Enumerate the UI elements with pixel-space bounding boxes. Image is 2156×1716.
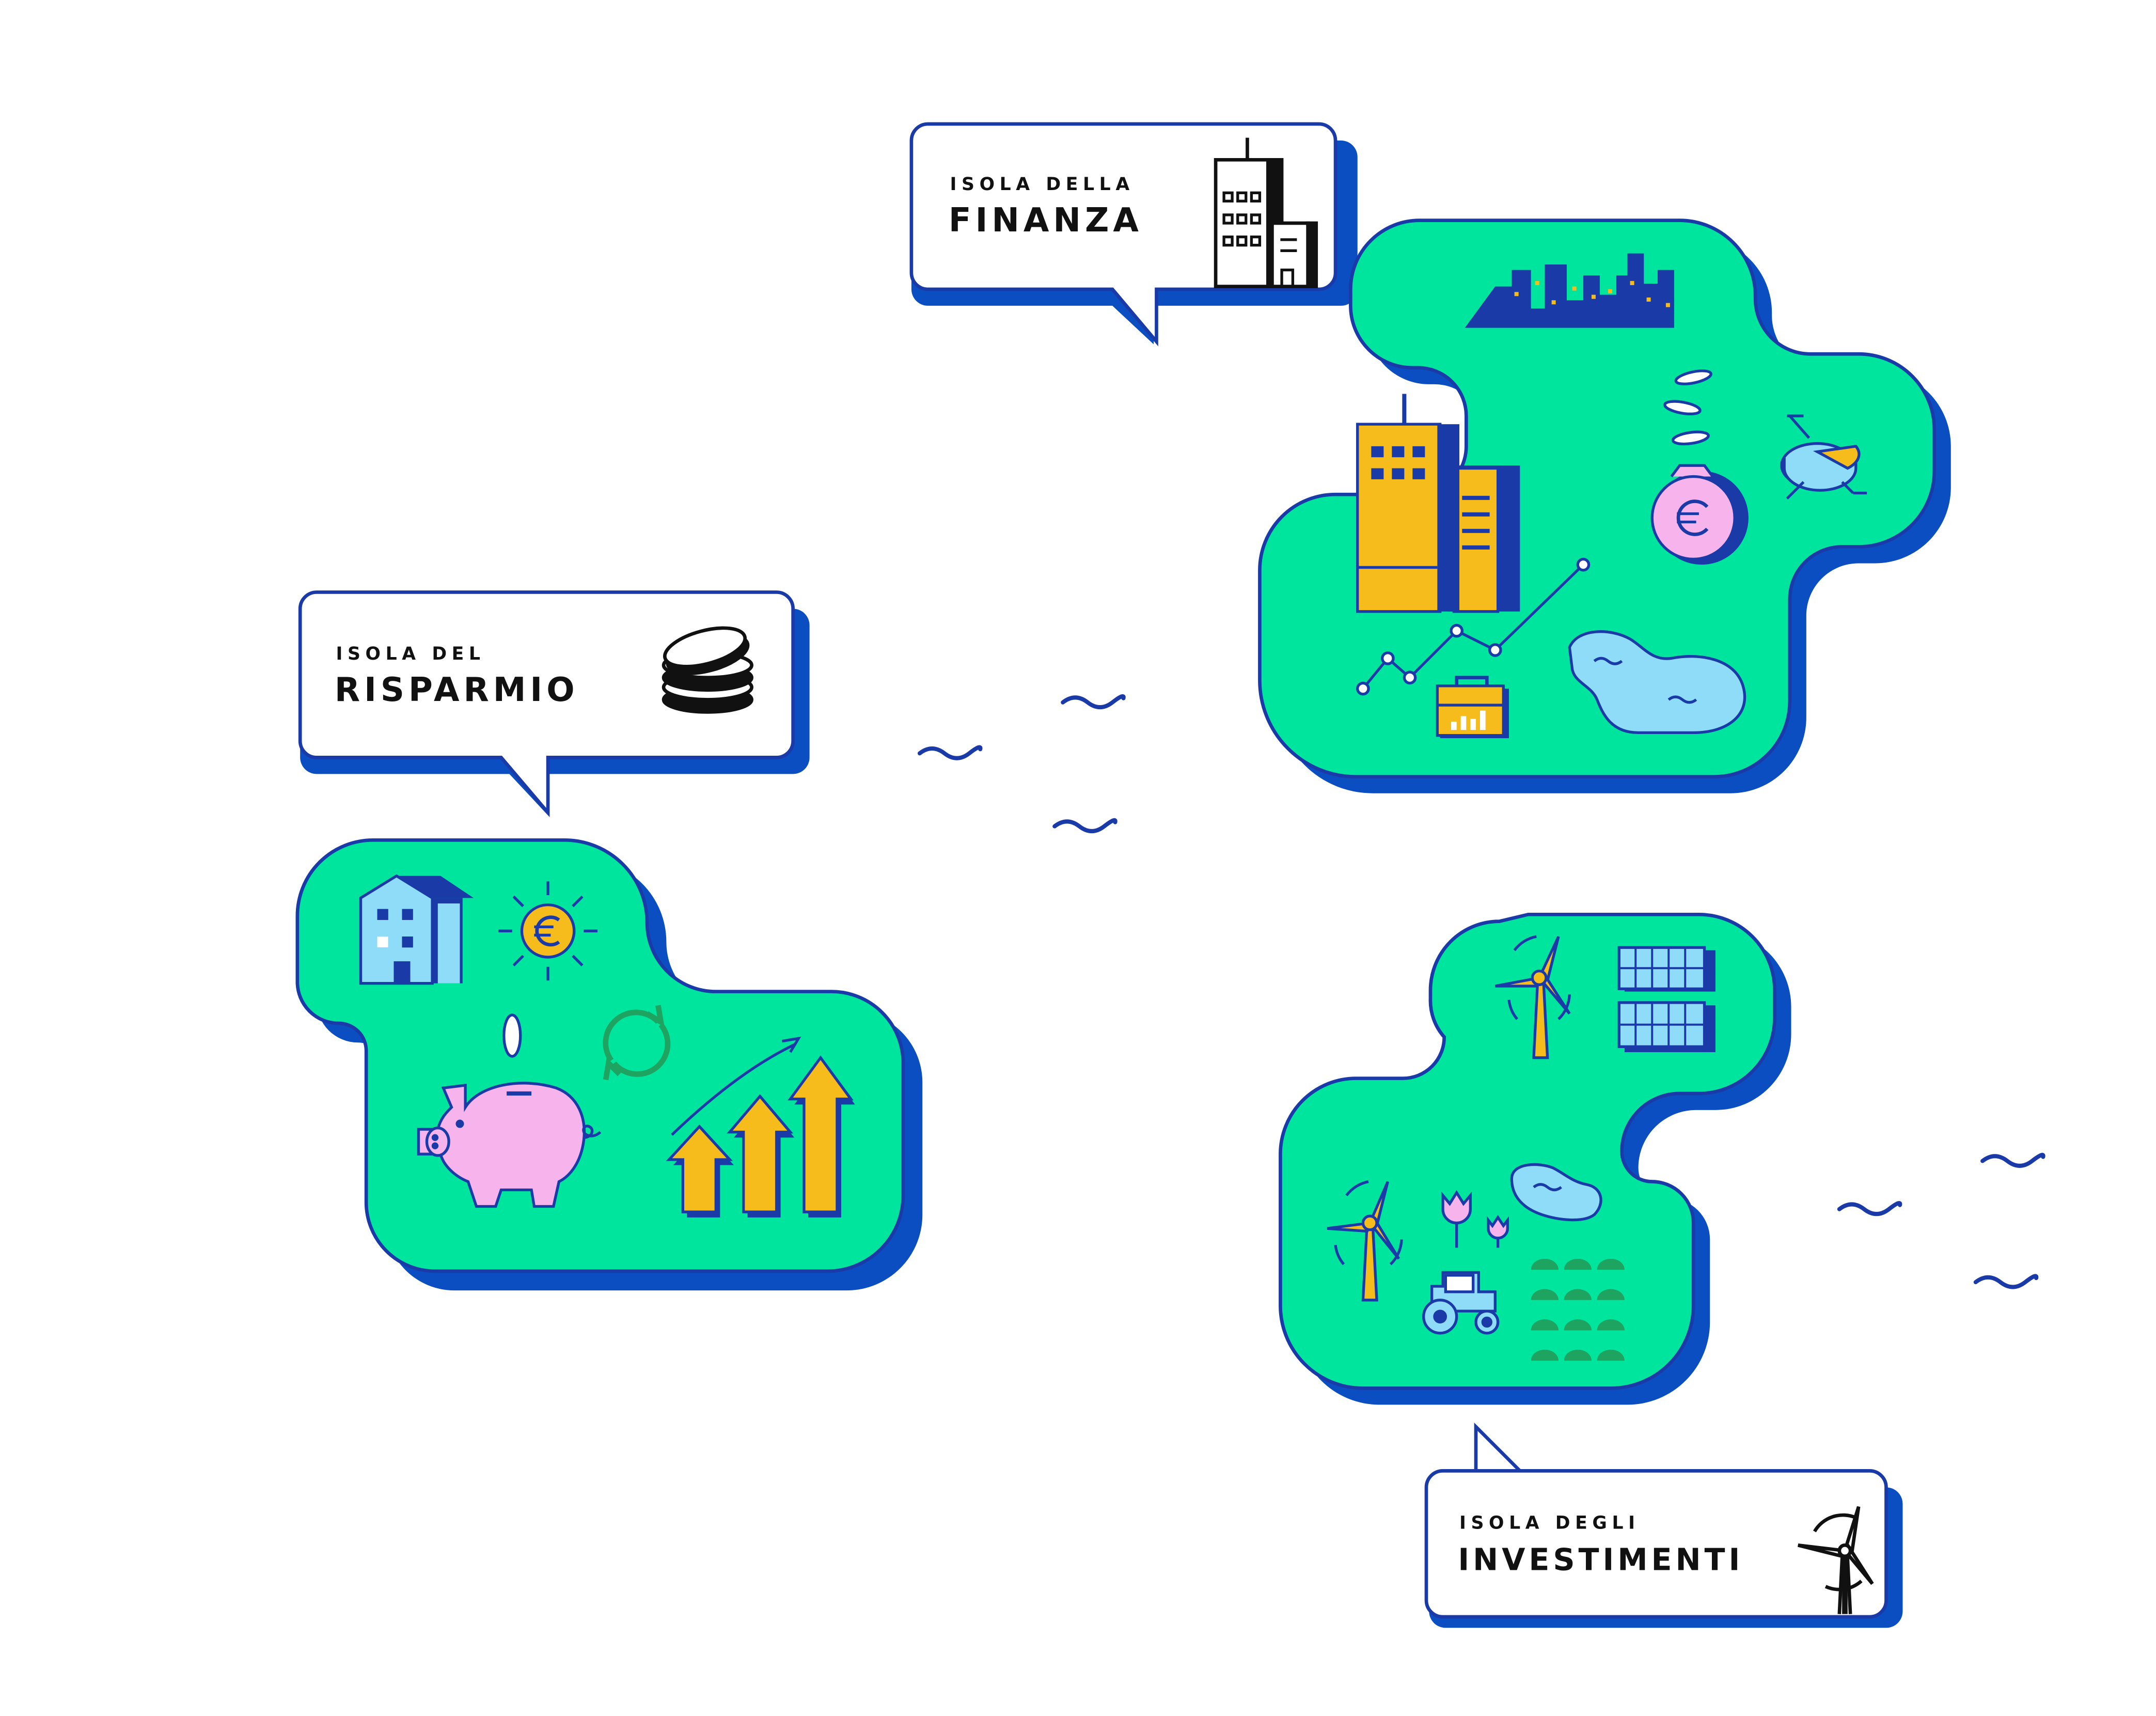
island-finanza <box>1258 219 1951 793</box>
wave-icon <box>1980 1152 2045 1168</box>
wind-turbine-icon <box>1798 1506 1874 1614</box>
office-buildings-icon <box>1356 394 1520 613</box>
wind-turbine-icon <box>1494 935 1571 1059</box>
label-finanza: ISOLA DELLA FINANZA <box>909 122 1358 347</box>
island-risparmio <box>295 838 923 1291</box>
island-investimenti <box>1279 912 1791 1405</box>
money-bag-euro-icon <box>1650 464 1749 565</box>
skyscraper-icon <box>1214 137 1318 288</box>
label-risparmio: ISOLA DEL RISPARMIO <box>298 590 810 818</box>
euro-sun-icon <box>498 881 598 981</box>
wave-icon <box>1973 1274 2039 1289</box>
wind-turbine-icon <box>1327 1180 1403 1302</box>
label-risparmio-small: ISOLA DEL <box>336 644 485 664</box>
piggy-bank-icon <box>417 1082 602 1208</box>
pond-icon <box>1510 1163 1602 1222</box>
label-investimenti-small: ISOLA DEGLI <box>1459 1512 1640 1533</box>
falling-coins-icon <box>1663 369 1712 446</box>
label-investimenti-big: INVESTIMENTI <box>1458 1542 1743 1577</box>
line-chart-icon <box>1356 557 1591 696</box>
tractor-icon <box>1422 1271 1500 1335</box>
house-icon <box>359 874 474 985</box>
lake-icon <box>1568 630 1746 735</box>
pie-chart-icon <box>1780 414 1867 500</box>
wave-icon <box>1052 818 1118 833</box>
label-finanza-small: ISOLA DELLA <box>950 174 1135 195</box>
wave-icon <box>1061 694 1126 710</box>
label-investimenti: ISOLA DEGLI INVESTIMENTI <box>1424 1423 1903 1628</box>
city-skyline-icon <box>1465 253 1674 328</box>
recycle-arrows-icon <box>603 1005 671 1081</box>
solar-panel-icon <box>1617 946 1716 1052</box>
wave-icon <box>1837 1201 1902 1216</box>
coin-icon <box>502 1013 522 1058</box>
wave-icon <box>917 745 983 760</box>
field-rows-icon <box>1531 1258 1625 1361</box>
growth-arrows-icon <box>666 1036 855 1218</box>
label-finanza-big: FINANZA <box>949 201 1143 240</box>
waves <box>917 694 2045 1289</box>
tulip-icon <box>1441 1190 1509 1248</box>
label-risparmio-big: RISPARMIO <box>335 671 579 709</box>
coin-stack-icon <box>662 626 753 714</box>
briefcase-icon <box>1436 676 1509 739</box>
